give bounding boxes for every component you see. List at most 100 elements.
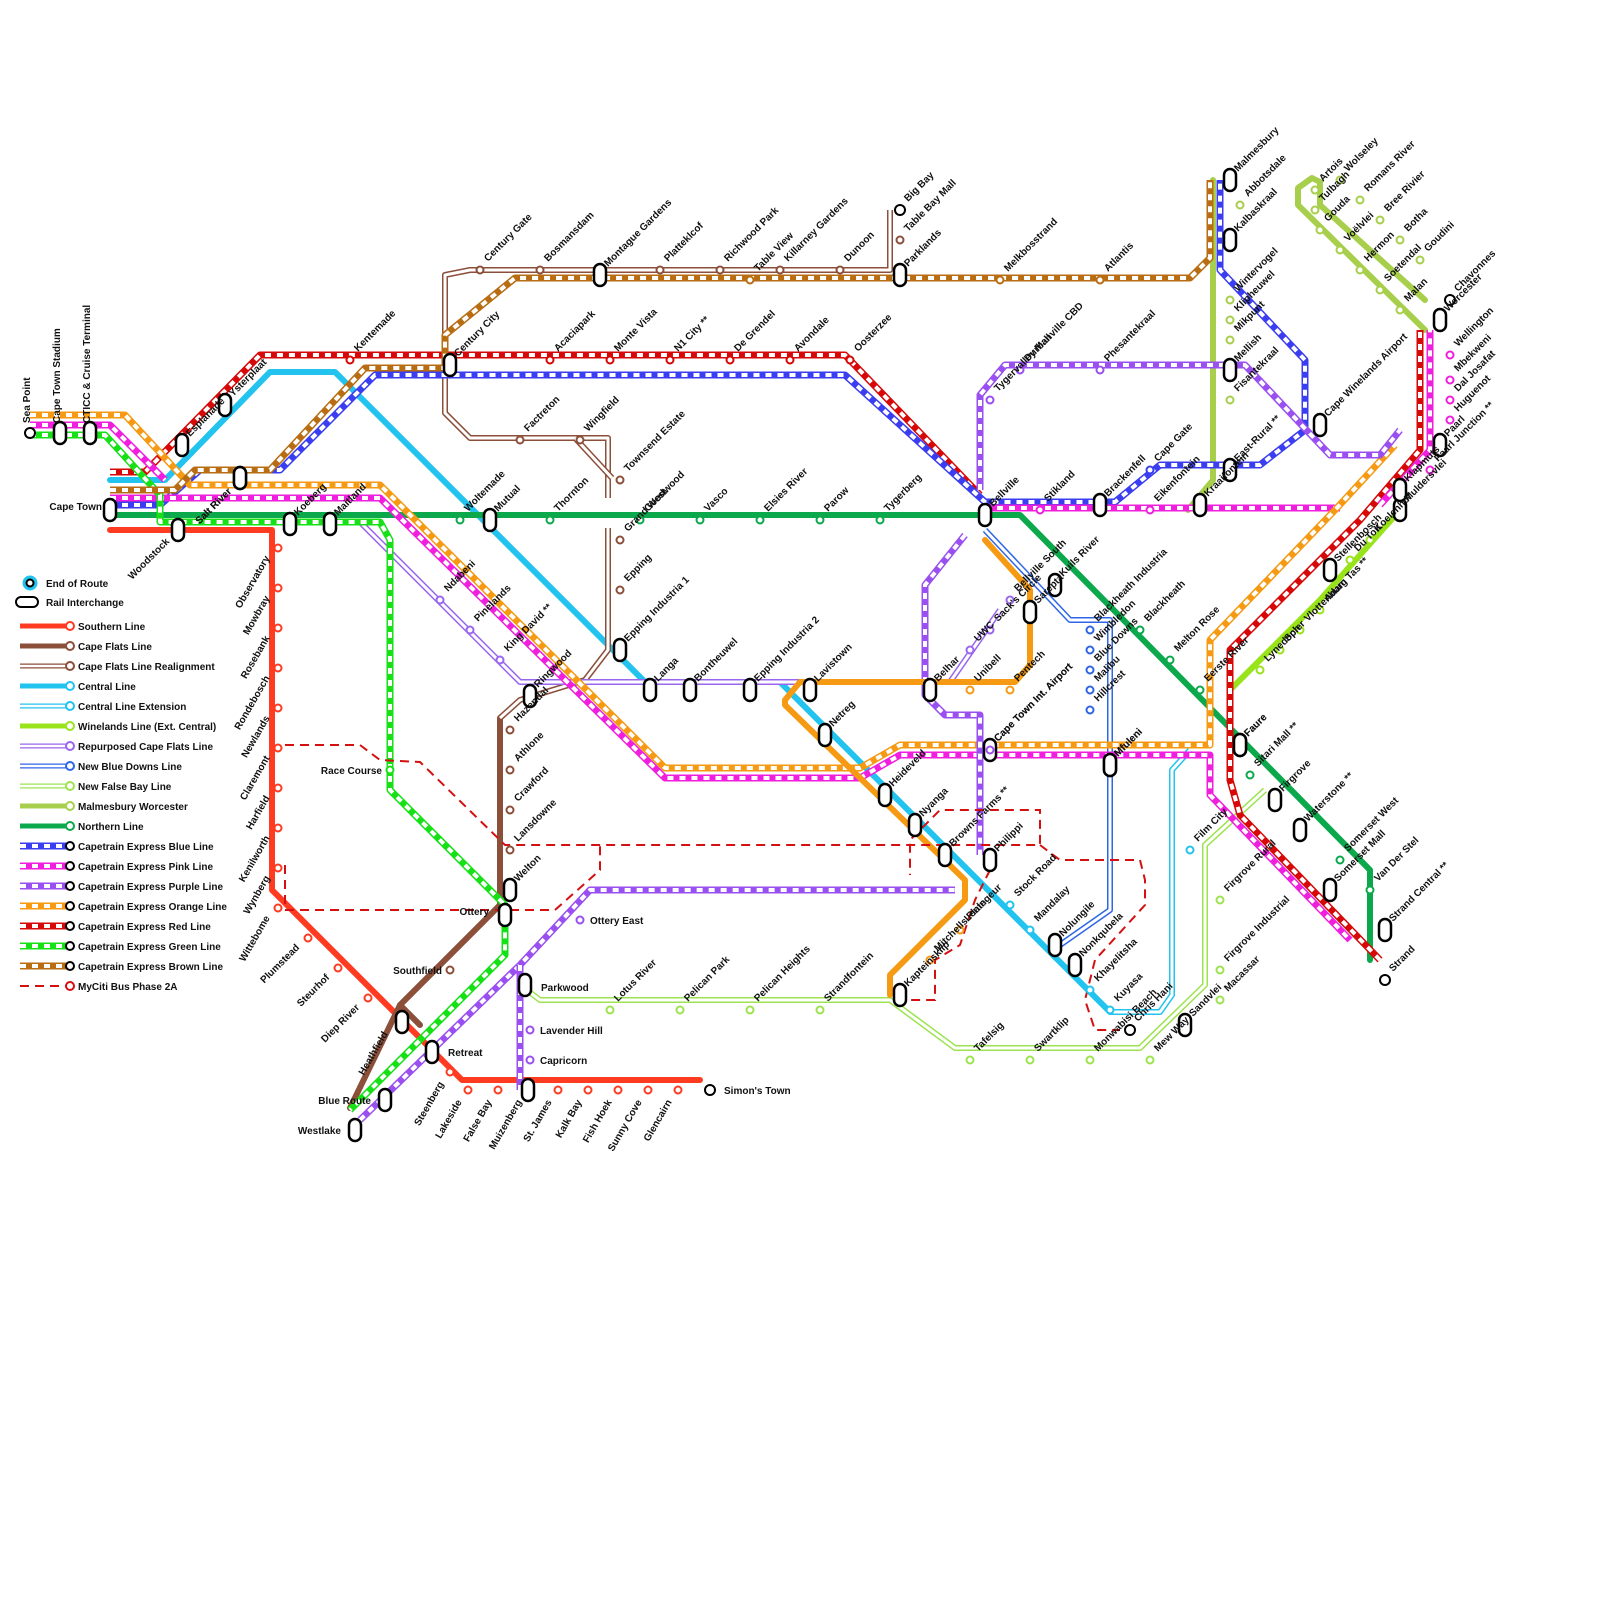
station-marker-diep-river[interactable] [363,993,373,1003]
station-marker-rosebank[interactable] [273,623,283,633]
station-marker-st-james[interactable] [553,1085,563,1095]
station-marker-blue-downs[interactable] [1085,665,1095,675]
station-marker-sack-s-circle[interactable] [985,625,995,635]
interchange-marker-blue-route[interactable] [377,1087,393,1113]
station-marker-mikpunt[interactable] [1225,335,1235,345]
station-marker-firgrove-industrial[interactable] [1215,965,1225,975]
station-marker-wittebome[interactable] [273,903,283,913]
station-marker-goodwood[interactable] [635,515,645,525]
station-marker-harfield[interactable] [273,783,283,793]
station-marker-richwood-park[interactable] [715,265,725,275]
station-marker-du-toit[interactable] [1345,555,1355,565]
station-marker-hazendal[interactable] [505,725,515,735]
station-marker-monwabisi-beach[interactable] [1085,1055,1095,1065]
station-marker-pinelands[interactable] [465,625,475,635]
interchange-marker-heideveld[interactable] [877,782,893,808]
station-marker-southfield[interactable] [445,965,455,975]
station-marker-gouda[interactable] [1315,225,1325,235]
interchange-marker-ottery[interactable] [497,902,513,928]
interchange-marker-waterstone[interactable] [1292,817,1308,843]
station-marker-blackheath[interactable] [1135,625,1145,635]
station-marker-firgrove-rural[interactable] [1215,895,1225,905]
station-marker-wolseley[interactable] [1335,175,1345,185]
station-marker-kenilworth[interactable] [273,823,283,833]
station-marker-phesantekraal[interactable] [1095,365,1105,375]
interchange-marker-bontheuwel[interactable] [682,677,698,703]
interchange-marker-faure[interactable] [1232,732,1248,758]
station-marker-plumstead[interactable] [303,933,313,943]
station-marker-elsies-river[interactable] [755,515,765,525]
interchange-marker-netreg[interactable] [817,722,833,748]
station-marker-woltemade[interactable] [455,515,465,525]
station-marker-steurhof[interactable] [333,963,343,973]
interchange-marker-sandvlei[interactable] [1177,1012,1193,1038]
interchange-marker-lavistown[interactable] [802,677,818,703]
interchange-marker-heathfield[interactable] [394,1009,410,1035]
station-marker-tafelsig[interactable] [965,1055,975,1065]
station-marker-tygerberg[interactable] [875,515,885,525]
station-marker-atlantis[interactable] [1095,275,1105,285]
interchange-marker-firgrove[interactable] [1267,787,1283,813]
interchange-marker-sarepta[interactable] [1022,599,1038,625]
interchange-marker-cape-winelands-airport[interactable] [1312,412,1328,438]
station-marker-race-course[interactable] [385,765,395,775]
station-marker-avondale[interactable] [785,355,795,365]
interchange-marker-kuils-river[interactable] [1047,572,1063,598]
station-marker-strandfontein[interactable] [815,1005,825,1015]
interchange-marker-kraaifontein[interactable] [1192,492,1208,518]
station-marker-crawford[interactable] [505,805,515,815]
interchange-marker-brackenfell[interactable] [1092,492,1108,518]
station-marker-steenberg[interactable] [445,1067,455,1077]
station-marker-lynedoch[interactable] [1255,665,1265,675]
station-marker-table-bay-mall[interactable] [895,235,905,245]
interchange-marker-malmesbury[interactable] [1222,167,1238,193]
station-marker-melton-rose[interactable] [1165,655,1175,665]
interchange-marker-kapteinsklip[interactable] [892,982,908,1008]
station-marker-claremont[interactable] [273,743,283,753]
station-marker-unibell[interactable] [965,685,975,695]
station-marker-vo-lvlei[interactable] [1335,245,1345,255]
station-marker-lavender-hill[interactable] [525,1025,535,1035]
interchange-marker-koeberg[interactable] [282,511,298,537]
station-marker-king-david[interactable] [495,655,505,665]
station-marker-paarl-junction[interactable] [1425,465,1435,475]
interchange-marker-parklands[interactable] [892,262,908,288]
station-marker-bellville-south[interactable] [1005,595,1015,605]
station-marker-vlottenburg[interactable] [1295,625,1305,635]
station-marker-townsend-estate[interactable] [615,475,625,485]
station-marker-kentemade[interactable] [345,355,355,365]
interchange-marker-mfuleni[interactable] [1102,752,1118,778]
terminus-marker-sea-point[interactable] [24,427,36,439]
station-marker-pelican-heights[interactable] [745,1005,755,1015]
station-marker-mitchells-plain[interactable] [925,955,935,965]
station-marker-century-gate[interactable] [475,265,485,275]
interchange-marker-epping-industria-2[interactable] [742,677,758,703]
interchange-marker-ysterplaat[interactable] [217,392,233,418]
interchange-marker-retreat[interactable] [424,1039,440,1065]
interchange-marker-belhar[interactable] [922,677,938,703]
station-marker-stock-road[interactable] [1005,900,1015,910]
station-marker-factreton[interactable] [515,435,525,445]
station-marker-cape-town-int-airport[interactable] [985,745,995,755]
station-marker-tulbagh[interactable] [1310,205,1320,215]
station-marker-abbotsdale[interactable] [1235,200,1245,210]
terminus-marker-chavonnes[interactable] [1444,294,1456,306]
station-marker-van-der-stel[interactable] [1365,885,1375,895]
station-marker-adam-tas[interactable] [1315,605,1325,615]
station-marker-mowbray[interactable] [273,583,283,593]
interchange-marker-maitland[interactable] [322,511,338,537]
station-marker-ndabeni[interactable] [435,595,445,605]
interchange-marker-parkwood[interactable] [517,972,533,998]
interchange-marker-muizenberg[interactable] [520,1077,536,1103]
station-marker-kuyasa[interactable] [1105,1005,1115,1015]
interchange-marker-epping-industria-1[interactable] [612,637,628,663]
terminus-marker-strand[interactable] [1379,974,1391,986]
interchange-marker-stellenbosch[interactable] [1322,557,1338,583]
interchange-marker-klapmuts[interactable] [1392,477,1408,503]
station-marker-glencairn[interactable] [673,1085,683,1095]
station-marker-dal-josafat[interactable] [1445,395,1455,405]
interchange-marker-somerset-mall[interactable] [1322,877,1338,903]
station-marker-huguenot[interactable] [1445,415,1455,425]
station-marker-monte-vista[interactable] [605,355,615,365]
station-marker-sitari-mall[interactable] [1245,770,1255,780]
